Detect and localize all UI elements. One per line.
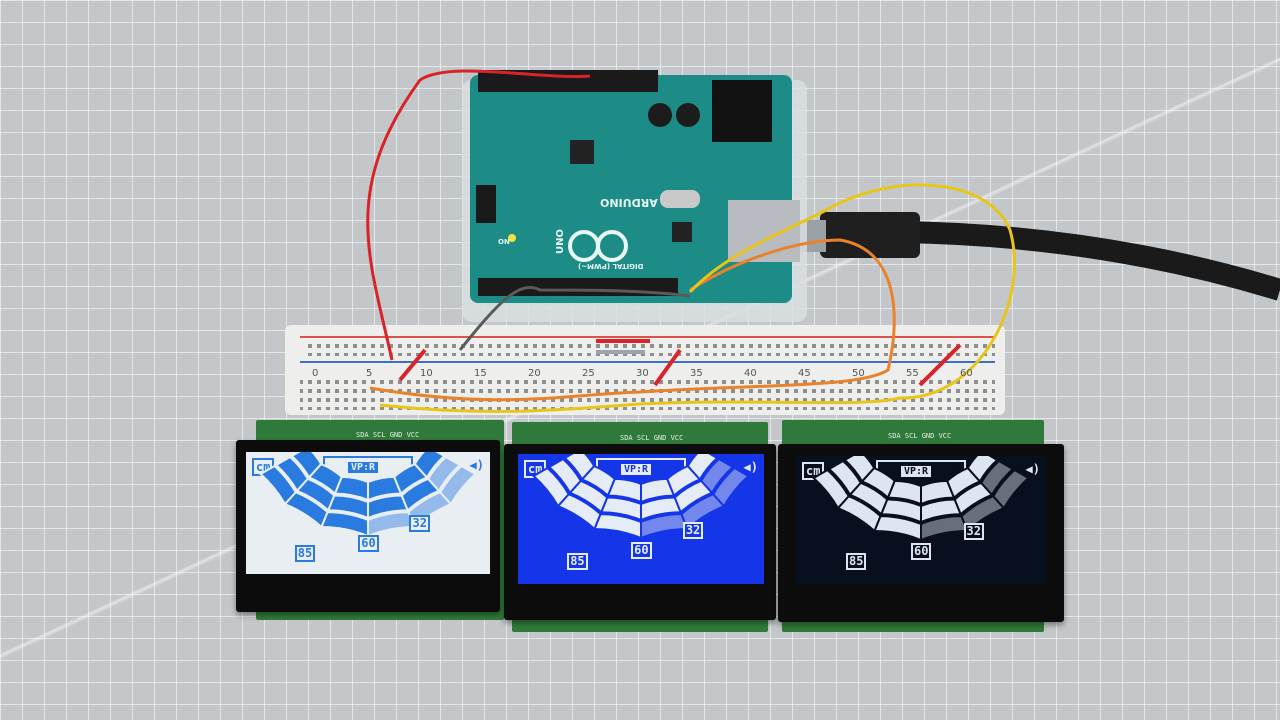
sensor-segment: [992, 468, 1031, 510]
breadboard-number: 35: [690, 368, 703, 379]
speaker-icon: ◀): [743, 460, 758, 474]
arduino-header-top: [478, 70, 658, 92]
car-label: VP:R: [348, 462, 379, 473]
crystal: [660, 190, 700, 208]
speaker-icon: ◀): [1025, 462, 1040, 476]
distance-value: 85: [567, 552, 588, 570]
sensor-segment: [699, 457, 735, 495]
breadboard-number: 10: [420, 368, 433, 379]
distance-value: 60: [631, 542, 652, 560]
oled-pins-2: SDA SCL GND VCC: [620, 434, 684, 442]
wire-gray: [458, 286, 691, 351]
parking-sensor-arc: [258, 452, 478, 538]
sensor-segment: [426, 455, 462, 493]
car-label: VP:R: [901, 466, 932, 477]
distance-value: 32: [409, 515, 430, 533]
sensor-segment: [979, 459, 1015, 497]
breadboard-number: 45: [798, 368, 811, 379]
oled-screen-3: cm ◀) VP:R 85 60 32: [796, 456, 1046, 584]
distance-value: 32: [682, 521, 704, 539]
jumper-red-3: [653, 348, 682, 387]
arduino-brand-label: ARDUINO: [600, 196, 658, 209]
distance-value: 32: [963, 522, 984, 540]
distance-value: 85: [846, 553, 867, 571]
jumper-red-2: [398, 348, 427, 382]
parking-sensor-arc: [811, 456, 1031, 542]
dc-jack: [712, 80, 772, 142]
arduino-digital-label: DIGITAL (PWM~): [578, 262, 644, 270]
parking-sensor-arc: [531, 454, 751, 540]
breadboard-number: 55: [906, 368, 919, 379]
breadboard-number: 60: [960, 368, 973, 379]
sensor-segment: [712, 466, 751, 508]
chip-small: [672, 222, 692, 242]
arduino-board: [470, 75, 792, 303]
breadboard-number: 15: [474, 368, 487, 379]
usb-b-port: [728, 200, 800, 262]
breadboard-number: 0: [312, 368, 319, 379]
distance-value: 60: [911, 543, 932, 561]
jumper-red-4: [918, 343, 962, 387]
car-label: VP:R: [621, 464, 652, 475]
breadboard-number: 30: [636, 368, 649, 379]
icsp-header: [476, 185, 496, 223]
arduino-logo: [568, 230, 628, 262]
speaker-icon: ◀): [469, 458, 484, 472]
wire-orange: [369, 238, 896, 402]
breadboard-holes: [300, 342, 995, 410]
oled-pins-3: SDA SCL GND VCC: [888, 432, 952, 440]
wire-yellow: [379, 183, 1016, 413]
capacitor: [676, 103, 700, 127]
arduino-model-label: UNO: [555, 229, 566, 254]
sensor-segment: [686, 454, 719, 482]
sensor-segment: [966, 456, 999, 484]
arduino-on-label: ON: [498, 238, 510, 246]
sensor-segment: [413, 452, 446, 480]
oled-module-3: cm ◀) VP:R 85 60 32: [778, 444, 1064, 622]
distance-value: 85: [294, 544, 316, 562]
breadboard-number: 25: [582, 368, 595, 379]
usb-cable: [899, 221, 1280, 301]
unit-label: cm: [802, 462, 825, 480]
on-led: [508, 234, 516, 242]
usb-plug: [820, 212, 920, 258]
sensor-segment: [439, 464, 478, 506]
capacitor: [648, 103, 672, 127]
breadboard-number: 50: [852, 368, 865, 379]
breadboard-number: 40: [744, 368, 757, 379]
breadboard-number: 20: [528, 368, 541, 379]
chip: [570, 140, 594, 164]
distance-value: 60: [358, 534, 379, 552]
oled-pins-1: SDA SCL GND VCC: [356, 431, 420, 439]
wire-red: [366, 69, 591, 361]
breadboard-number: 5: [366, 368, 373, 379]
